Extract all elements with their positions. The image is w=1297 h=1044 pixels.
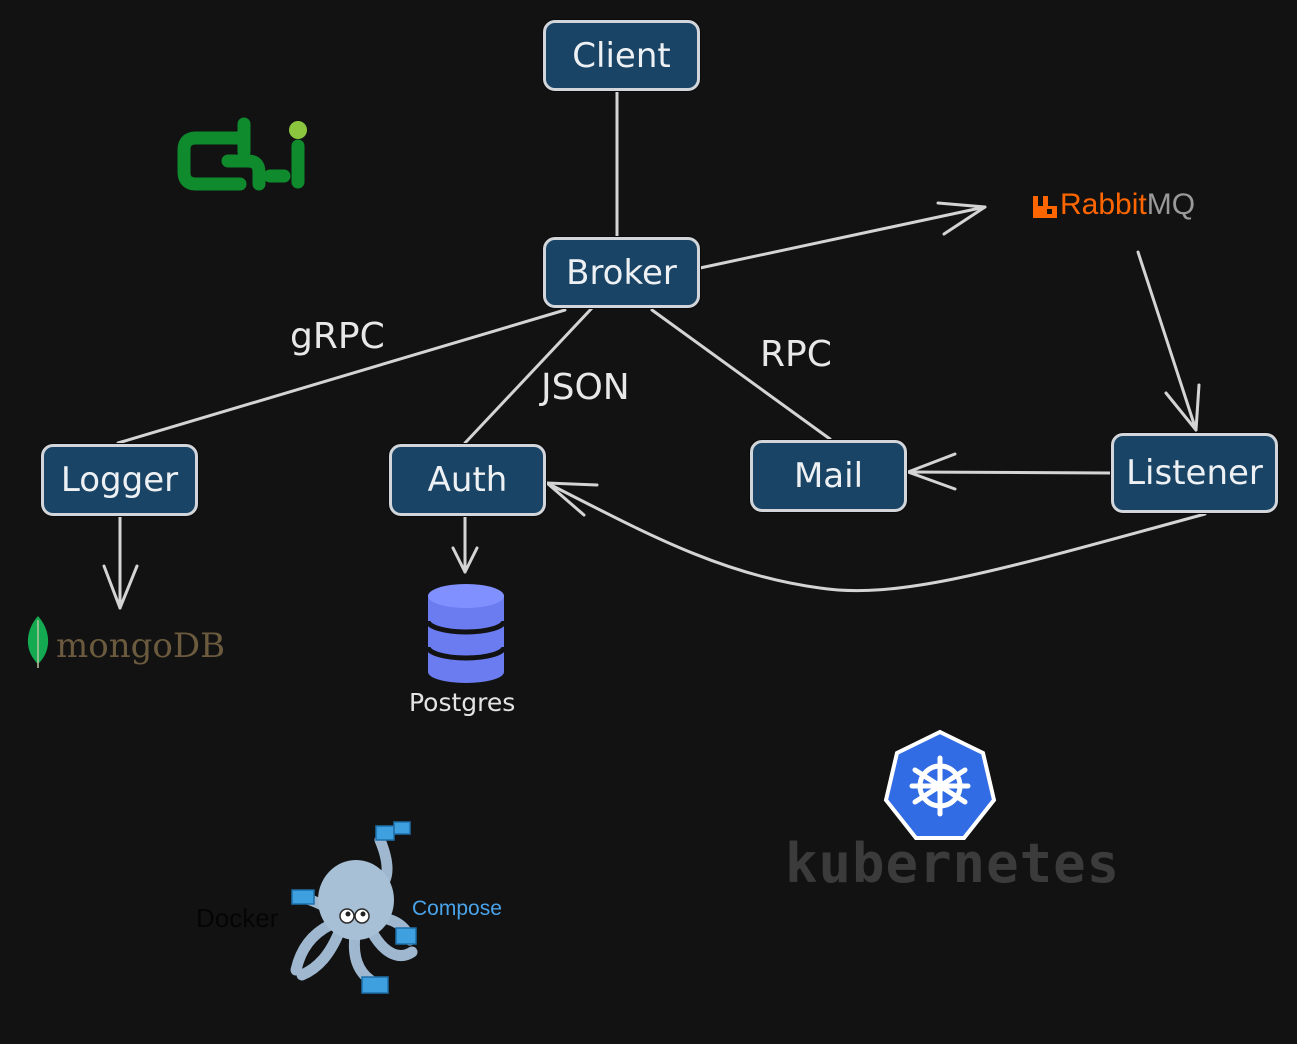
arrowhead-auth	[545, 481, 599, 517]
mongodb-leaf-icon	[27, 616, 49, 668]
arrowhead-postgres	[451, 546, 479, 574]
arrowhead-rabbitmq	[936, 201, 987, 236]
rabbitmq-logo-text-a: Rabbit	[1060, 188, 1147, 221]
edge-broker-auth	[463, 306, 594, 445]
rabbitmq-logo: RabbitMQ	[1060, 188, 1195, 222]
edge-label-rpc: RPC	[760, 334, 832, 375]
edge-label-grpc: gRPC	[290, 316, 385, 357]
client-node: Client	[543, 20, 700, 91]
arrowhead-mail	[906, 452, 957, 491]
rabbitmq-logo-text-b: MQ	[1146, 188, 1196, 221]
postgres-label: Postgres	[409, 688, 516, 717]
edge-rabbitmq-listener	[1136, 250, 1198, 432]
database-icon	[425, 584, 507, 683]
edge-broker-rabbitmq	[698, 205, 987, 270]
docker-compose-octopus-icon	[290, 821, 418, 994]
edge-label-json: JSON	[541, 367, 630, 408]
arrowhead-listener	[1164, 383, 1201, 432]
mongodb-logo-text: mongoDB	[56, 626, 226, 666]
edge-listener-mail	[906, 470, 1113, 475]
broker-node: Broker	[543, 237, 700, 308]
edge-broker-logger	[116, 308, 567, 445]
kubernetes-helm-icon	[883, 729, 997, 840]
rabbitmq-icon	[1033, 196, 1057, 218]
arrowhead-mongodb	[102, 564, 139, 610]
logger-node: Logger	[41, 444, 198, 516]
compose-logo-text: Compose	[412, 897, 502, 920]
kubernetes-logo-text: kubernetes	[785, 832, 1121, 895]
docker-logo-text: Docker	[196, 903, 279, 933]
edge-broker-mail	[650, 308, 832, 441]
mail-node: Mail	[750, 440, 907, 512]
listener-node: Listener	[1111, 433, 1278, 513]
chi-logo	[177, 117, 307, 191]
edge-listener-auth	[545, 481, 1207, 593]
auth-node: Auth	[389, 444, 546, 516]
